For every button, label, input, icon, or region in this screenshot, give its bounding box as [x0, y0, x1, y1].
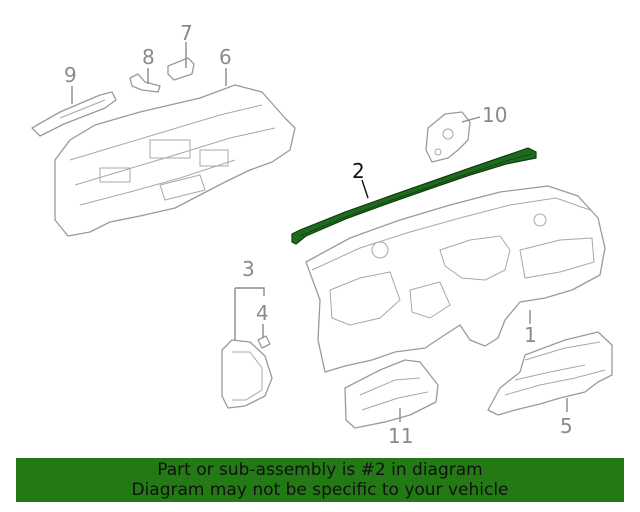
banner-line-1: Part or sub-assembly is #2 in diagram	[157, 460, 483, 480]
part-7-clip[interactable]	[167, 57, 195, 81]
banner-line-2: Diagram may not be specific to your vehi…	[131, 480, 509, 500]
callout-2[interactable]: 2	[352, 159, 365, 183]
part-2-defroster-grille[interactable]	[291, 147, 537, 245]
callout-7[interactable]: 7	[180, 21, 193, 45]
callout-10[interactable]: 10	[482, 103, 507, 127]
part-1-instrument-panel[interactable]	[305, 185, 606, 373]
callout-3[interactable]: 3	[242, 257, 255, 281]
part-10-bracket[interactable]	[425, 111, 471, 163]
callout-9[interactable]: 9	[64, 63, 77, 87]
callout-8[interactable]: 8	[142, 45, 155, 69]
part-4-clip[interactable]	[257, 335, 271, 349]
callout-11[interactable]: 11	[388, 424, 413, 448]
part-11-lower-panel[interactable]	[344, 359, 439, 429]
parts-diagram: 9 8 7 6 10 2 3 4 1 11 5	[31, 21, 613, 448]
leader-3	[234, 287, 265, 340]
part-3-gauge-hood[interactable]	[221, 339, 273, 409]
callout-4[interactable]: 4	[256, 301, 269, 325]
callout-6[interactable]: 6	[219, 45, 232, 69]
callout-1[interactable]: 1	[524, 323, 537, 347]
part-6-support-frame[interactable]	[54, 84, 296, 237]
callout-5[interactable]: 5	[560, 414, 573, 438]
part-5-glove-box[interactable]	[487, 331, 613, 416]
leader-2	[361, 179, 369, 199]
leader-10	[461, 116, 481, 123]
part-8-bracket[interactable]	[129, 73, 161, 93]
part-9-duct[interactable]	[31, 91, 117, 137]
info-banner: Part or sub-assembly is #2 in diagram Di…	[16, 458, 624, 502]
